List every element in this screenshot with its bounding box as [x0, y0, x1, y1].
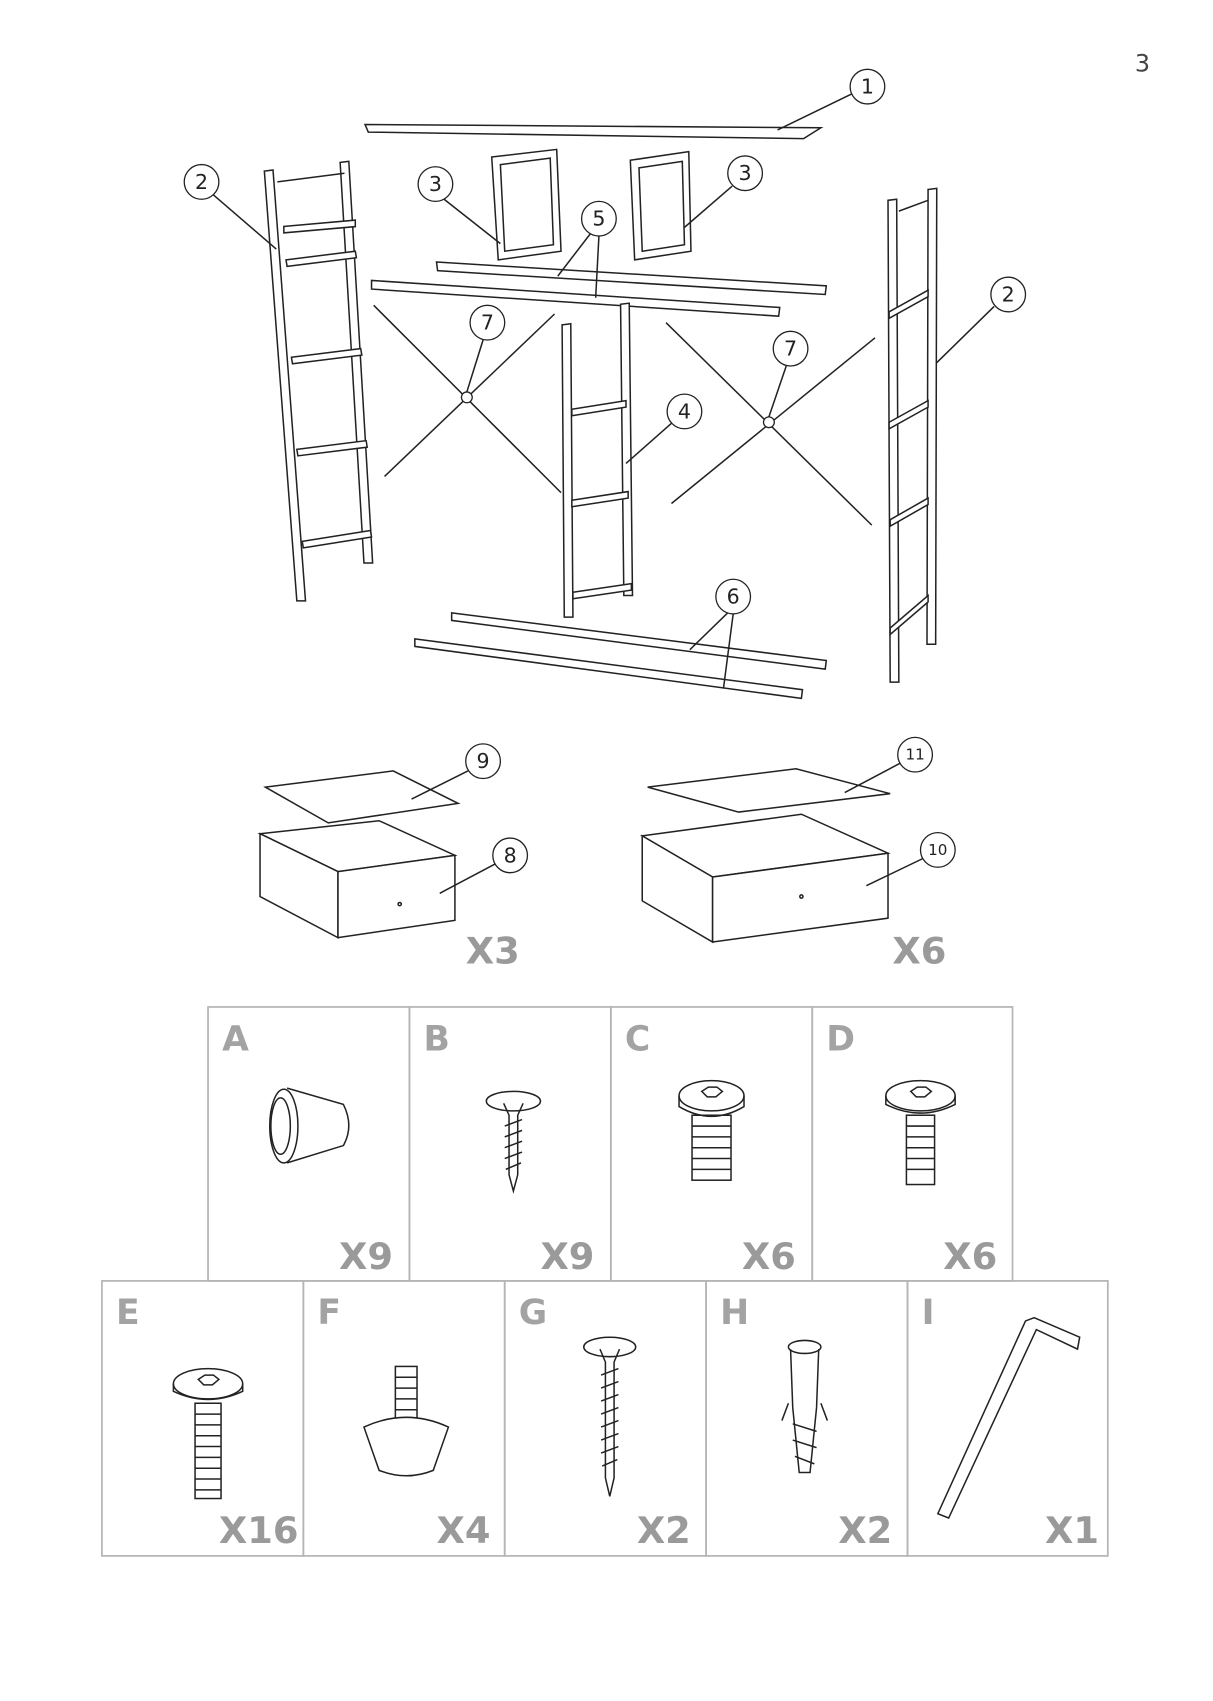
svg-text:X6: X6 — [742, 1235, 796, 1278]
svg-text:C: C — [625, 1019, 650, 1059]
svg-text:G: G — [519, 1293, 547, 1333]
callout-11: 11 — [844, 736, 934, 794]
part-11-drawer-bottom-panel — [647, 767, 891, 813]
svg-text:1: 1 — [861, 75, 874, 99]
callout-9: 9 — [411, 743, 502, 800]
svg-text:7: 7 — [784, 337, 797, 361]
svg-text:X2: X2 — [838, 1509, 892, 1552]
wall-anchor-icon — [781, 1339, 829, 1474]
svg-text:A: A — [222, 1019, 249, 1059]
part-5-rail-back — [435, 261, 828, 296]
callout-8: 8 — [439, 837, 529, 894]
long-hex-bolt-icon — [172, 1367, 244, 1500]
svg-text:3: 3 — [429, 172, 442, 196]
part-10-large-drawer — [639, 813, 891, 944]
svg-text:X2: X2 — [637, 1509, 691, 1552]
page-number: 3 — [1135, 49, 1150, 77]
svg-text:B: B — [424, 1019, 450, 1059]
hardware-cell-g: G X2 — [503, 1280, 707, 1557]
svg-text:4: 4 — [678, 399, 691, 423]
svg-text:X9: X9 — [339, 1235, 393, 1278]
svg-text:9: 9 — [477, 749, 490, 773]
svg-text:3: 3 — [739, 161, 752, 185]
svg-text:5: 5 — [592, 207, 605, 231]
callout-4: 4 — [625, 393, 703, 464]
hex-bolt-icon — [885, 1079, 956, 1186]
part-2-right-ladder — [887, 187, 938, 683]
svg-text:2: 2 — [1002, 283, 1015, 307]
callout-2-left: 2 — [183, 163, 277, 250]
small-drawer-quantity: X3 — [466, 930, 520, 973]
callout-10: 10 — [866, 831, 956, 887]
svg-text:I: I — [922, 1293, 935, 1333]
part-8-small-drawer — [257, 819, 458, 939]
callout-7-left: 7 — [466, 304, 506, 393]
hardware-cell-c: C X6 — [609, 1006, 814, 1282]
exploded-diagram: X3 X6 1 2 3 3 5 2 7 7 4 6 9 8 11 10 — [183, 68, 1027, 973]
part-1-top-board — [363, 123, 824, 140]
hardware-cell-a: A X9 — [207, 1006, 411, 1282]
allen-key-icon — [936, 1316, 1081, 1519]
svg-text:X1: X1 — [1045, 1509, 1099, 1552]
hardware-cell-e: E X16 — [101, 1280, 305, 1557]
adjustable-foot-icon — [363, 1365, 450, 1477]
plug-cap-icon — [269, 1087, 350, 1164]
svg-text:E: E — [116, 1293, 140, 1333]
part-9-drawer-bottom-panel — [263, 770, 461, 824]
hardware-cell-b: B X9 — [408, 1006, 612, 1282]
svg-text:11: 11 — [905, 746, 924, 764]
svg-text:X9: X9 — [540, 1235, 594, 1278]
svg-text:F: F — [317, 1293, 341, 1333]
hardware-cell-i: I X1 — [906, 1280, 1109, 1557]
svg-text:2: 2 — [195, 170, 208, 194]
callout-3-right: 3 — [683, 155, 764, 228]
callout-2-right: 2 — [936, 276, 1027, 364]
hardware-cell-f: F X4 — [302, 1280, 506, 1557]
hardware-cell-h: H X2 — [705, 1280, 909, 1557]
part-3-frame-left — [490, 148, 562, 261]
large-drawer-quantity: X6 — [892, 930, 946, 973]
part-3-frame-right — [629, 150, 692, 261]
part-7-cross-brace-right — [665, 322, 876, 526]
svg-text:6: 6 — [727, 585, 740, 609]
hardware-cell-d: D X6 — [811, 1006, 1014, 1282]
svg-text:H: H — [720, 1293, 749, 1333]
short-hex-bolt-icon — [678, 1079, 745, 1181]
part-2-left-ladder — [263, 160, 374, 602]
short-wood-screw-icon — [485, 1090, 542, 1194]
svg-text:X6: X6 — [943, 1235, 997, 1278]
long-wood-screw-icon — [583, 1336, 637, 1497]
part-6-rail-back — [450, 611, 828, 670]
part-6-rail-front — [414, 637, 804, 700]
svg-text:10: 10 — [928, 841, 947, 859]
svg-text:X4: X4 — [437, 1509, 491, 1552]
part-4-center-ladder — [561, 302, 634, 618]
callout-6: 6 — [689, 578, 752, 689]
svg-text:X16: X16 — [219, 1509, 299, 1552]
svg-text:D: D — [826, 1019, 855, 1059]
svg-text:8: 8 — [504, 843, 517, 867]
part-7-cross-brace-left — [373, 304, 562, 494]
callout-5: 5 — [557, 200, 617, 298]
callout-7-right: 7 — [768, 330, 809, 418]
svg-text:7: 7 — [481, 311, 494, 335]
callout-1: 1 — [777, 68, 886, 131]
callout-3-left: 3 — [417, 166, 501, 245]
part-5-rail-front — [370, 279, 781, 317]
